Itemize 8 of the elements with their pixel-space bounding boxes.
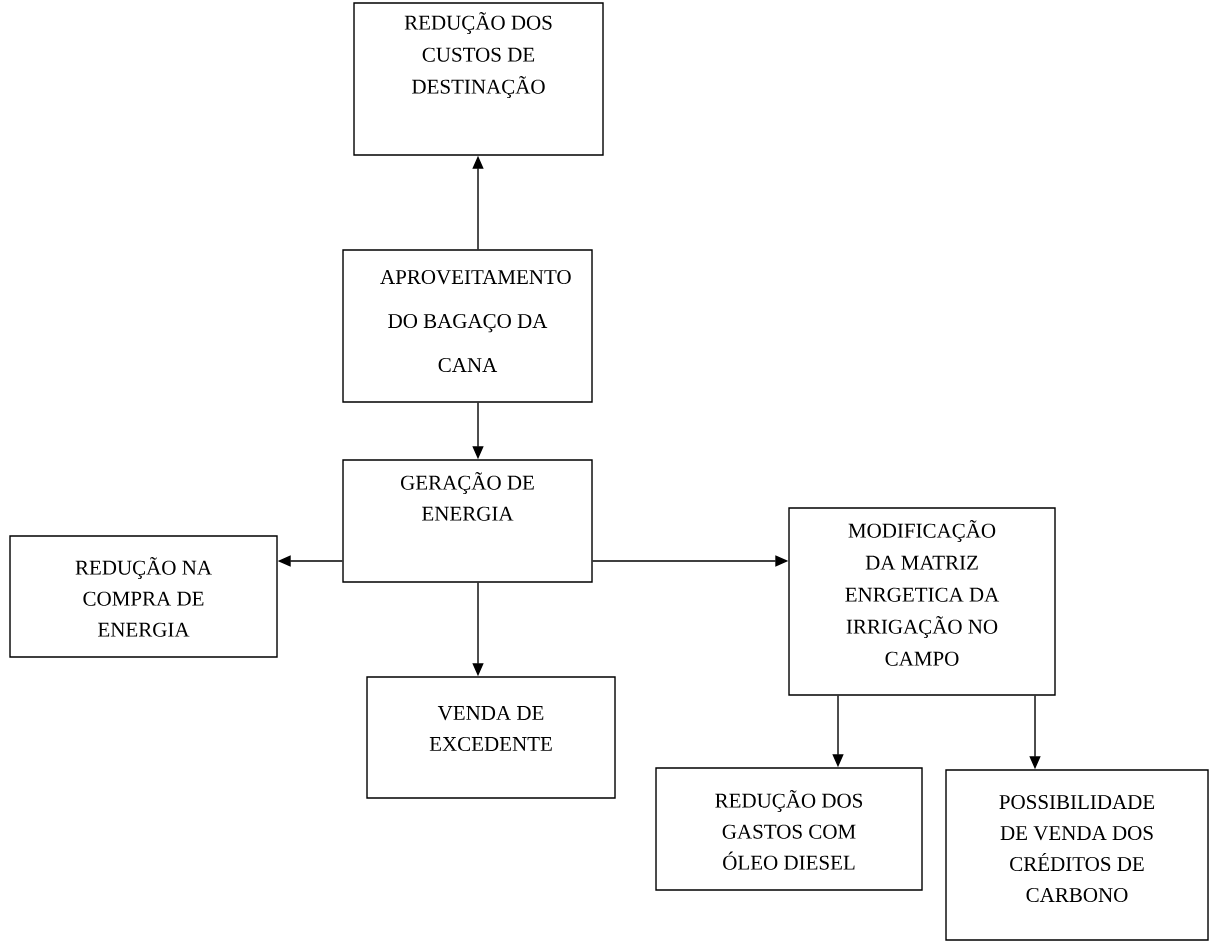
process-box: GERAÇÃO DE ENERGIA <box>342 459 593 583</box>
process-box: VENDA DE EXCEDENTE <box>366 676 616 799</box>
process-box: REDUÇÃO NA COMPRA DE ENERGIA <box>9 535 278 658</box>
process-box: MODIFICAÇÃO DA MATRIZ ENRGETICA DA IRRIGAÇÃO NO CAMPO <box>788 507 1056 696</box>
process-box: APROVEITAMENTO DO BAGAÇO DA CANA <box>342 249 593 403</box>
process-box: REDUÇÃO DOS GASTOS COM ÓLEO DIESEL <box>655 767 923 891</box>
process-box: REDUÇÃO DOS CUSTOS DE DESTINAÇÃO <box>353 2 604 156</box>
process-box: POSSIBILIDADE DE VENDA DOS CRÉDITOS DE CARBONO <box>945 769 1209 941</box>
